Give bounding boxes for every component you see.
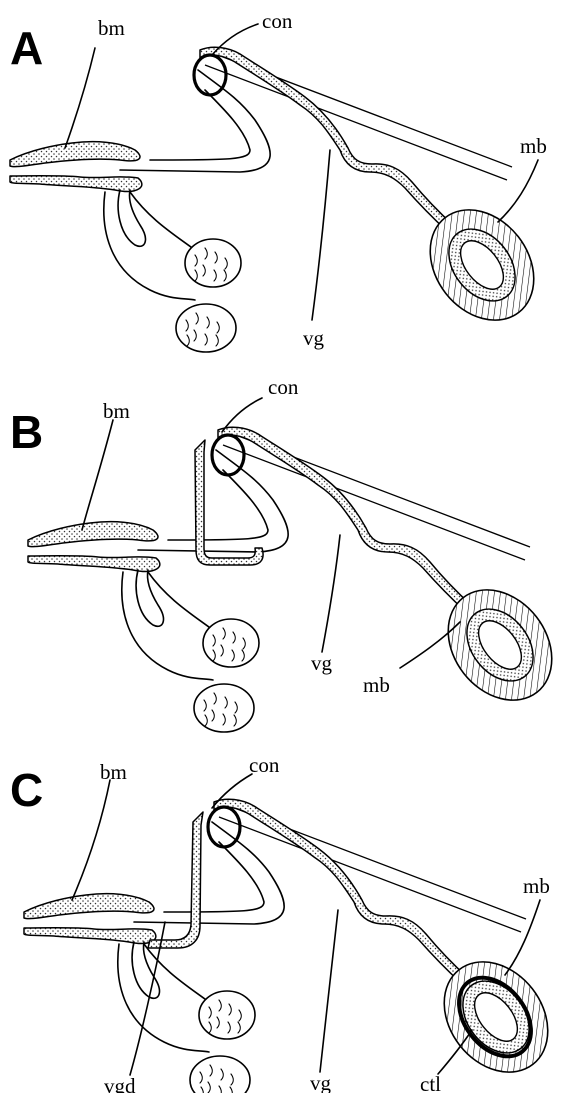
label-vg: vg — [310, 1071, 332, 1093]
bm-leader — [72, 780, 110, 900]
vg-leader — [312, 150, 330, 320]
label-ctl: ctl — [420, 1072, 441, 1093]
label-mb: mb — [520, 134, 547, 158]
bm-leader — [82, 420, 113, 530]
bm-leader — [65, 48, 95, 148]
vg-leader — [322, 535, 340, 652]
vg-leader — [320, 910, 338, 1072]
label-mb: mb — [523, 874, 550, 898]
panel-c: C bm con mb vg vgd ctl — [10, 753, 569, 1093]
label-con: con — [268, 375, 299, 399]
label-mb: mb — [363, 673, 390, 697]
organ-drawing — [10, 47, 555, 352]
vgd-leader — [130, 922, 165, 1075]
label-con: con — [262, 9, 293, 33]
label-bm: bm — [103, 399, 130, 423]
label-vg: vg — [311, 651, 333, 675]
organ-drawing — [28, 427, 569, 732]
label-con: con — [249, 753, 280, 777]
panel-letter: A — [10, 22, 43, 74]
label-bm: bm — [100, 760, 127, 784]
panel-a: A bm con mb vg — [10, 9, 555, 352]
mb-leader — [505, 900, 540, 975]
vg-duct — [148, 812, 203, 948]
label-bm: bm — [98, 16, 125, 40]
label-vg: vg — [303, 326, 325, 350]
panel-b: B bm con vg mb — [10, 375, 569, 732]
label-vgd: vgd — [104, 1074, 136, 1093]
mb-leader — [498, 160, 538, 222]
panel-letter: C — [10, 764, 43, 816]
panel-letter: B — [10, 406, 43, 458]
